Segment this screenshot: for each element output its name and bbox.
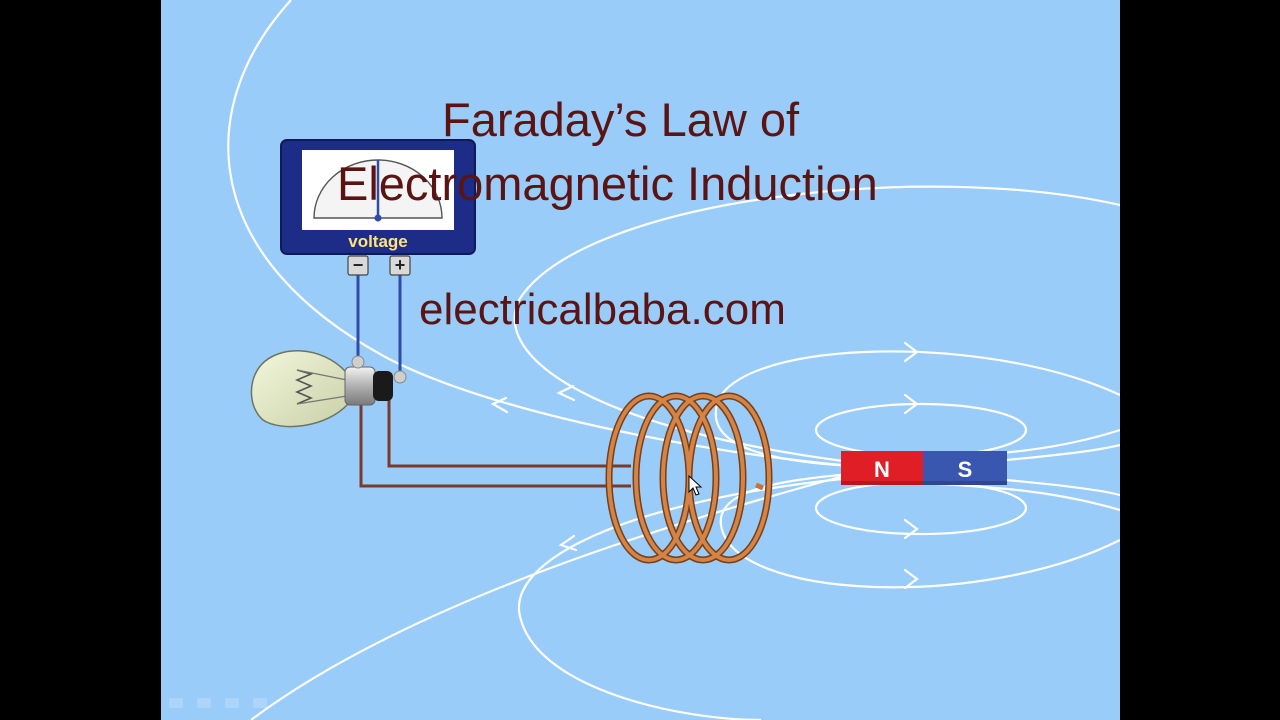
slide: voltage − + <box>161 0 1120 720</box>
mouse-pointer-icon <box>688 474 703 496</box>
field-arrow <box>903 518 919 540</box>
wire-brown-inner <box>387 392 631 468</box>
magnet-south-label: S <box>958 457 973 482</box>
slide-toolbar <box>169 698 267 708</box>
field-arrow <box>490 396 509 414</box>
bulb-filament-support <box>296 369 348 405</box>
magnet-north-label: N <box>874 457 890 482</box>
voltmeter-minus-terminal <box>347 255 369 276</box>
field-loop <box>814 480 1028 536</box>
bulb-terminal <box>351 355 365 369</box>
field-line <box>714 350 1120 468</box>
voltmeter-pivot <box>374 214 382 222</box>
field-loop <box>814 402 1028 458</box>
slide-prev-icon[interactable] <box>169 698 183 708</box>
voltmeter-plus-label: + <box>395 255 406 275</box>
light-bulb-icon <box>250 350 407 428</box>
voltmeter-label: voltage <box>348 232 408 251</box>
bulb-glass <box>250 350 349 428</box>
field-line <box>513 185 1120 464</box>
voltmeter-plus-terminal <box>389 255 411 276</box>
field-line <box>250 472 852 720</box>
magnet-shadow <box>841 481 1007 485</box>
field-arrow <box>556 384 576 402</box>
field-line <box>1005 443 1120 462</box>
field-line <box>518 476 852 720</box>
field-arrow <box>903 341 919 363</box>
voltmeter: voltage − + <box>280 139 476 276</box>
coil-turn-highlight <box>634 394 718 562</box>
wire-brown-outer <box>359 405 631 488</box>
field-line <box>1005 478 1120 497</box>
circuit-wires <box>356 273 631 488</box>
field-arrow <box>903 393 919 415</box>
field-line <box>719 472 1120 589</box>
website-url: electricalbaba.com <box>419 285 786 334</box>
magnet-south-pole <box>923 451 1007 485</box>
coil-lead <box>755 482 764 491</box>
field-arrow <box>903 568 919 590</box>
bar-magnet: N S <box>841 451 1007 485</box>
title-line-1: Faraday’s Law of <box>442 93 800 146</box>
slide-menu-icon[interactable] <box>225 698 239 708</box>
magnet-north-pole <box>841 451 923 485</box>
bulb-terminal <box>393 370 407 384</box>
slide-next-icon[interactable] <box>253 698 267 708</box>
title-line-2: Electromagnetic Induction <box>337 157 878 210</box>
coil-turn-highlight <box>661 394 745 562</box>
bulb-base <box>344 366 376 406</box>
slide-pen-icon[interactable] <box>197 698 211 708</box>
induction-diagram: voltage − + <box>227 0 1120 720</box>
field-arrows <box>490 341 919 590</box>
bulb-filament <box>294 369 314 405</box>
field-arrow <box>558 534 578 552</box>
voltmeter-minus-label: − <box>353 255 364 275</box>
bulb-contact <box>373 371 393 401</box>
